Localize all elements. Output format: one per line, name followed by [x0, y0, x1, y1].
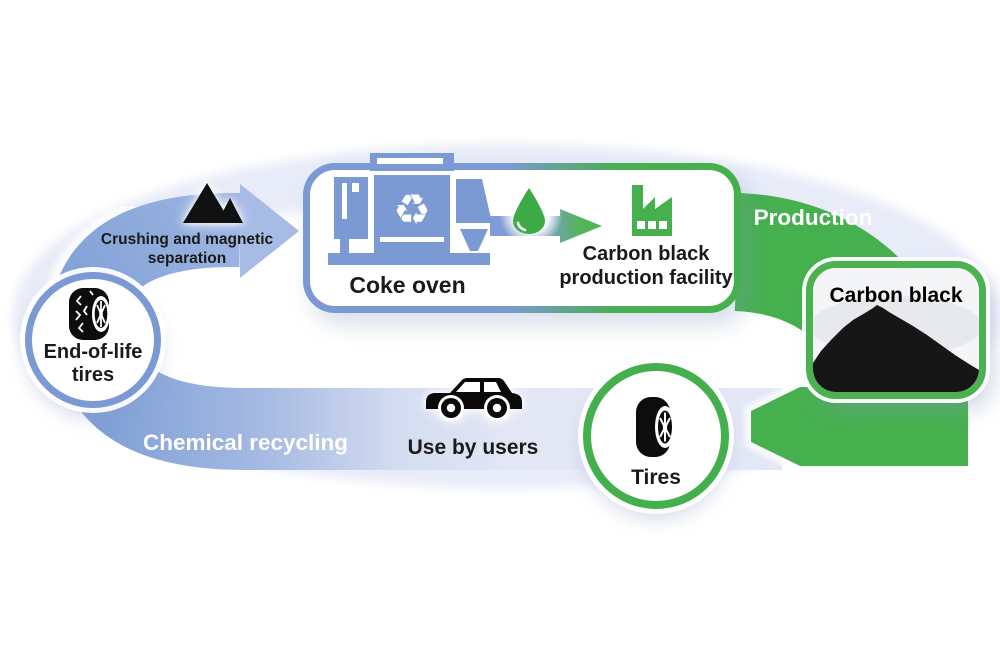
production-label: Production — [753, 205, 873, 230]
car-icon — [426, 378, 522, 420]
crushing-label: Crushing and magnetic separation — [97, 230, 277, 269]
facility-label-line2: production facility — [559, 267, 733, 289]
small-pile — [217, 198, 243, 223]
tire-icon — [636, 397, 675, 457]
tires-arrow-band — [751, 387, 968, 466]
large-pile — [183, 183, 231, 223]
carbon-black-photo: Carbon black — [806, 261, 986, 399]
use-by-users-label: Use by users — [407, 436, 539, 459]
crushing-label-line1: Crushing and magnetic — [100, 231, 274, 248]
crushing-label-line2: separation — [147, 250, 227, 268]
factory-icon — [632, 185, 672, 236]
oil-droplet-icon — [513, 188, 545, 234]
coke-oven-label: Coke oven — [349, 272, 466, 298]
end-of-life-tires-label: End-of-life tires — [32, 341, 154, 387]
carbon-black-pile — [813, 305, 979, 392]
worn-tire-icon — [69, 288, 110, 340]
crushed-piles-icon — [183, 183, 243, 223]
carbon-black-photo-label: Carbon black — [829, 284, 963, 307]
end-of-life-tires-node: End-of-life tires — [25, 272, 161, 408]
recycle-symbol-icon: ♻ — [393, 185, 431, 234]
tires-node: Tires — [583, 363, 729, 509]
coke-oven-machine-icon: ♻ — [328, 153, 492, 265]
chemical-recycling-label: Chemical recycling — [142, 430, 349, 455]
carbon-black-photo-image — [813, 268, 979, 392]
end-of-life-label-line2: tires — [71, 364, 115, 386]
facility-label-line1: Carbon black — [582, 243, 710, 265]
tires-label: Tires — [631, 466, 681, 489]
carbon-black-facility-label: Carbon black production facility — [556, 242, 736, 290]
crushing-arrow-head — [240, 184, 299, 278]
end-of-life-label-line1: End-of-life — [43, 341, 143, 363]
